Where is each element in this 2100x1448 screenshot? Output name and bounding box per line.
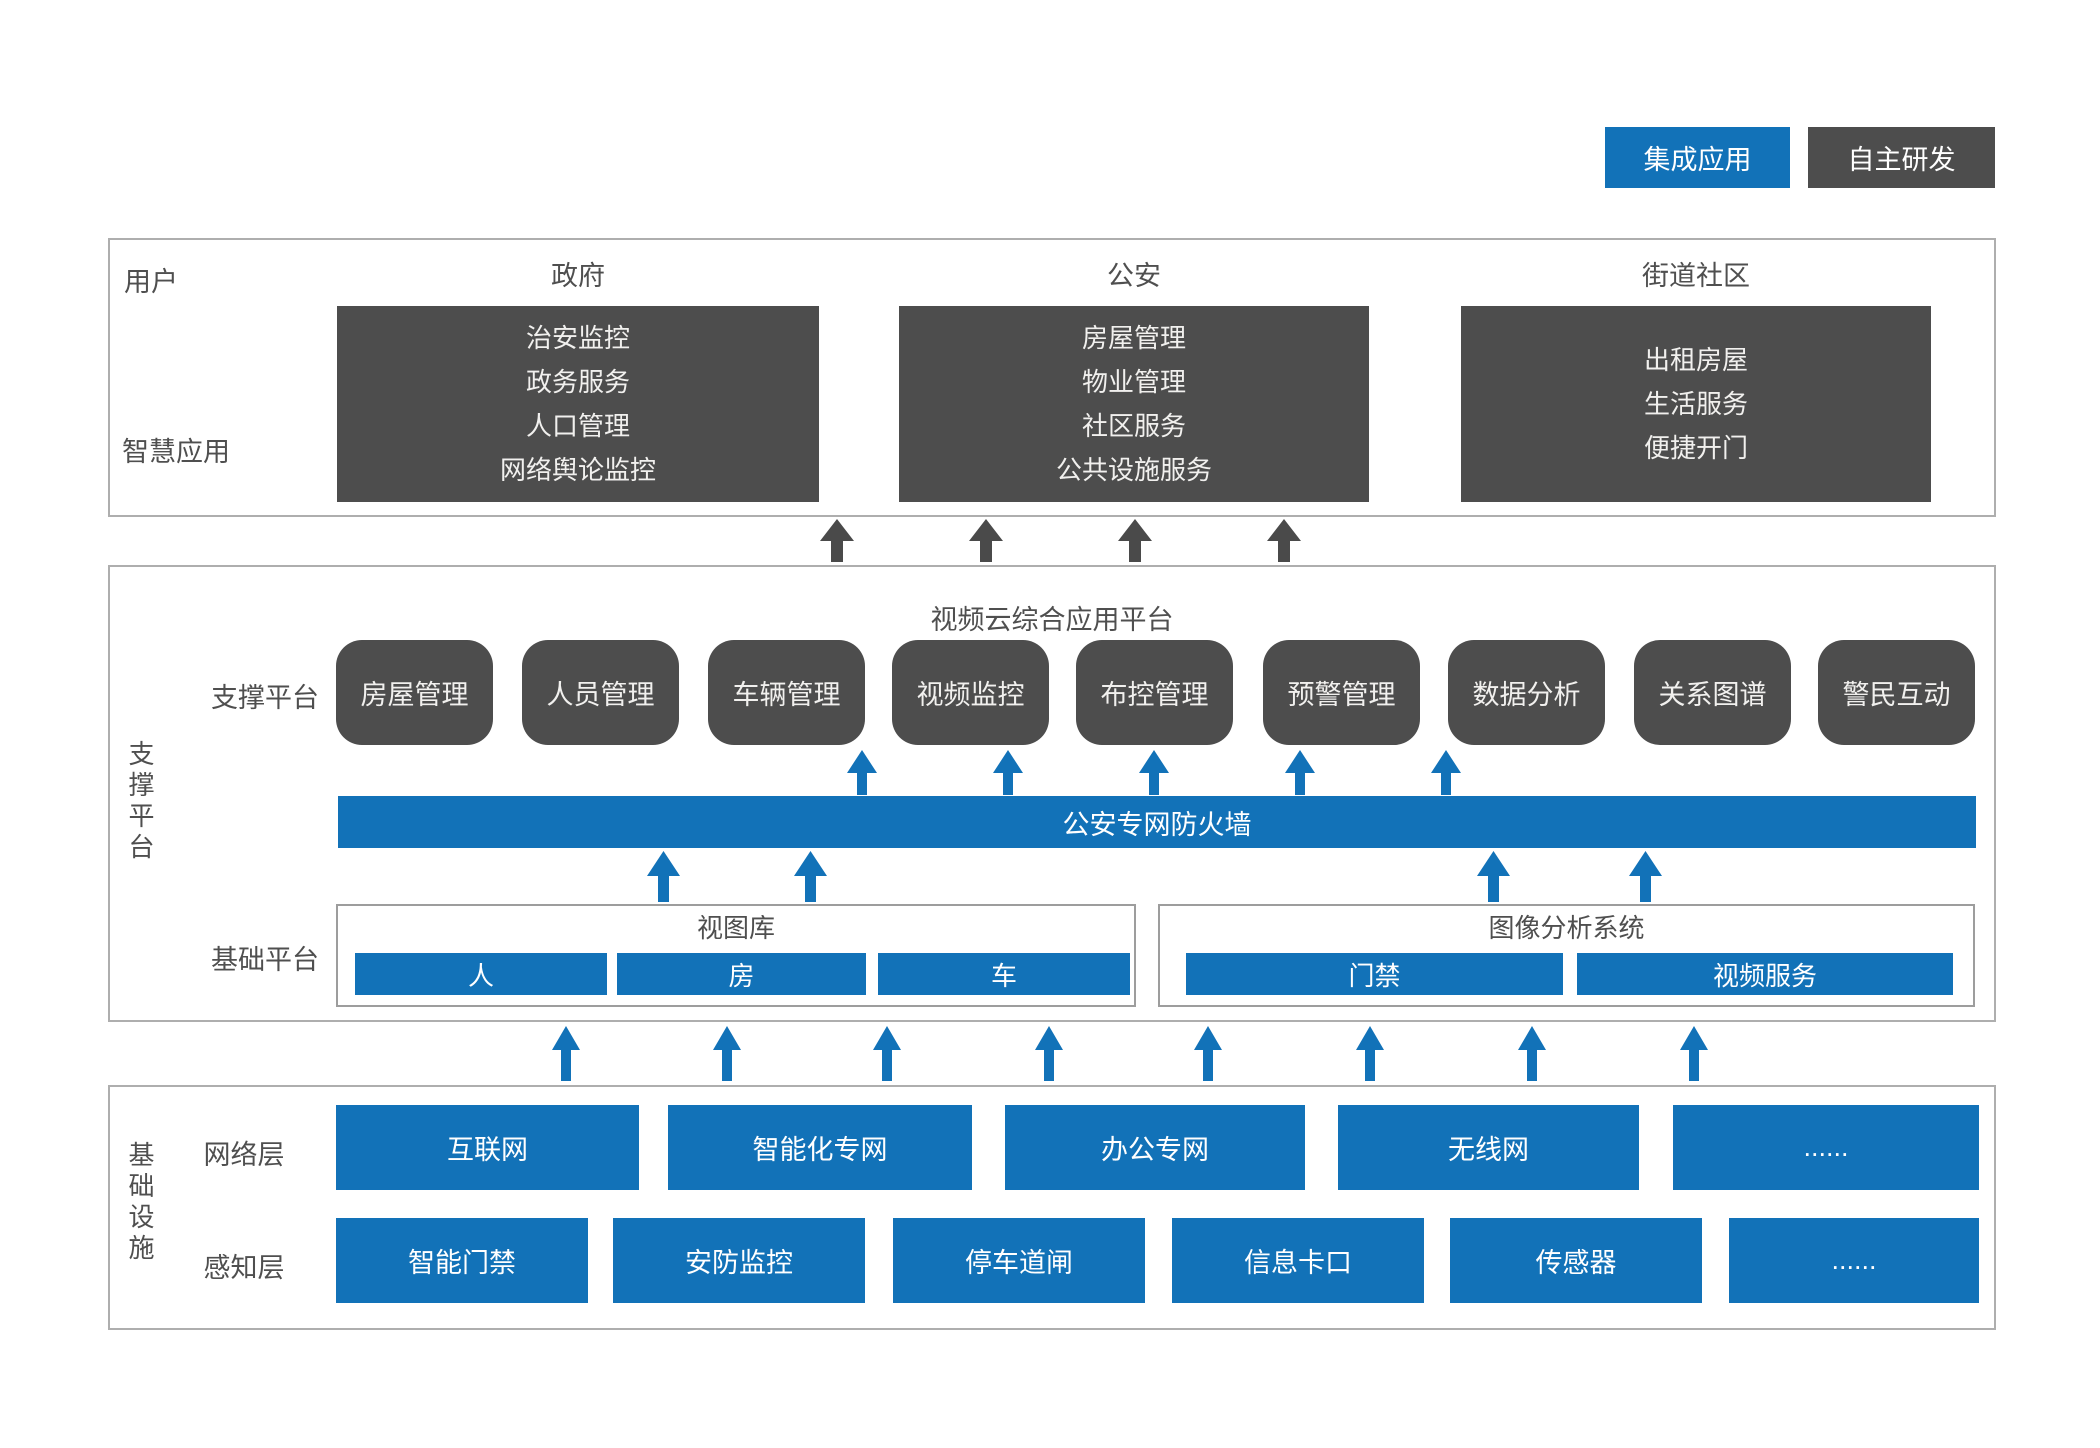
row-label-smart-apps: 智慧应用 [122,437,230,467]
smart-app-box: 治安监控政务服务人口管理网络舆论监控 [337,306,819,502]
up-arrow-blue-icon [873,1026,901,1081]
up-arrow-dark-icon [820,519,854,562]
up-arrow-blue-icon [1194,1026,1222,1081]
up-arrow-dark-icon [1267,519,1301,562]
infra-item-box: 安防监控 [613,1218,865,1303]
support-module: 房屋管理 [336,640,493,745]
up-arrow-blue-icon [1139,750,1169,795]
app-item: 政务服务 [525,367,630,397]
up-arrow-blue-icon [1431,750,1461,795]
up-arrow-blue-icon [646,851,680,902]
support-module: 预警管理 [1263,640,1420,745]
up-arrow-blue-icon [713,1026,741,1081]
support-module: 人员管理 [522,640,679,745]
support-module: 数据分析 [1448,640,1605,745]
legend-integrated-app: 集成应用 [1605,127,1790,188]
infra-row-label: 感知层 [203,1253,285,1283]
up-arrow-blue-icon [1476,851,1510,902]
up-arrow-blue-icon [1680,1026,1708,1081]
platform-title: 视频云综合应用平台 [930,605,1174,635]
up-arrow-blue-icon [1356,1026,1384,1081]
up-arrow-blue-icon [552,1026,580,1081]
column-title: 政府 [551,261,605,291]
app-item: 出租房屋 [1643,345,1748,375]
smart-app-box: 房屋管理物业管理社区服务公共设施服务 [899,306,1369,502]
up-arrow-dark-icon [1118,519,1152,562]
side-label-infrastructure: 基础设施 [125,1141,155,1265]
infra-item-box: 智能门禁 [336,1218,588,1303]
up-arrow-blue-icon [1035,1026,1063,1081]
column-title: 公安 [1107,261,1161,291]
app-item: 社区服务 [1081,411,1186,441]
app-item: 便捷开门 [1643,433,1748,463]
side-label-support-platform: 支撑平台 [125,740,155,864]
base-item-bar: 车 [878,953,1130,995]
infra-item-box: 信息卡口 [1172,1218,1424,1303]
base-item-bar: 房 [617,953,866,995]
app-item: 网络舆论监控 [499,455,656,485]
base-item-bar: 门禁 [1186,953,1563,995]
up-arrow-blue-icon [1628,851,1662,902]
infra-item-box: ...... [1673,1105,1979,1190]
infra-row-label: 网络层 [203,1140,285,1170]
support-module: 警民互动 [1818,640,1975,745]
infra-item-box: 无线网 [1338,1105,1639,1190]
firewall-bar: 公安专网防火墙 [338,796,1976,848]
legend-self-developed: 自主研发 [1808,127,1995,188]
app-item: 人口管理 [525,411,630,441]
up-arrow-blue-icon [847,750,877,795]
base-group-title: 视图库 [696,913,775,943]
support-module: 视频监控 [892,640,1049,745]
base-group-title: 图像分析系统 [1488,913,1645,943]
app-item: 生活服务 [1643,389,1748,419]
row-label-support: 支撑平台 [211,683,319,713]
infra-item-box: 办公专网 [1005,1105,1305,1190]
row-label-user: 用户 [124,267,178,297]
up-arrow-blue-icon [1518,1026,1546,1081]
base-item-bar: 人 [355,953,607,995]
support-module: 布控管理 [1076,640,1233,745]
up-arrow-dark-icon [969,519,1003,562]
support-module: 车辆管理 [708,640,865,745]
base-item-bar: 视频服务 [1577,953,1953,995]
infra-item-box: 智能化专网 [668,1105,972,1190]
app-item: 物业管理 [1081,367,1186,397]
infra-item-box: 传感器 [1450,1218,1702,1303]
column-title: 街道社区 [1642,261,1750,291]
app-item: 公共设施服务 [1055,455,1212,485]
app-item: 治安监控 [525,323,630,353]
infra-item-box: ...... [1729,1218,1979,1303]
up-arrow-blue-icon [993,750,1023,795]
support-module: 关系图谱 [1634,640,1791,745]
infra-item-box: 互联网 [336,1105,639,1190]
up-arrow-blue-icon [1285,750,1315,795]
app-item: 房屋管理 [1081,323,1186,353]
row-label-base: 基础平台 [211,945,319,975]
infra-item-box: 停车道闸 [893,1218,1145,1303]
up-arrow-blue-icon [793,851,827,902]
smart-app-box: 出租房屋生活服务便捷开门 [1461,306,1931,502]
